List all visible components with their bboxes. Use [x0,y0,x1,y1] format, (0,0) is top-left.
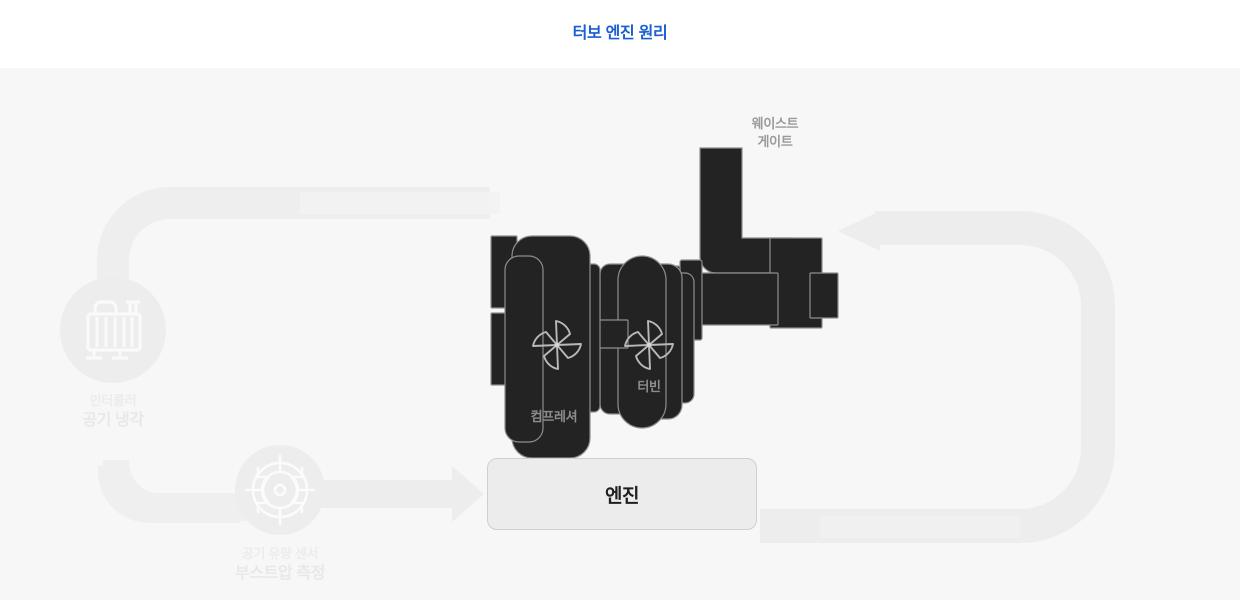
compressor-pinwheel-blade-icon [532,320,582,370]
turbine-pinwheel-blade-icon [624,320,674,370]
engine-block[interactable]: 엔진 [487,458,757,530]
ghost-node-sensor-layer[interactable] [0,68,1240,600]
intercooler-radiator-icon [86,300,142,360]
flow-pipes-layer [97,187,1115,543]
pipe-highlight-bottom [820,516,1020,538]
bearing-housing-center [699,272,779,326]
engine-label: 엔진 [605,485,639,507]
flow-pipe-to-sensor-blend [103,459,245,521]
flow-arrow-to-engine [300,466,484,522]
page-title: 터보 엔진 원리 [572,25,668,42]
pipe-highlight-top [300,192,500,214]
diagram-canvas: 인터쿨러 공기 냉각 공기 유량 센서 [0,68,1240,600]
flow-pipe-intake [97,187,490,330]
turbocharger-assembly[interactable] [0,68,1240,600]
ghost-node-intercooler-layer[interactable] [0,68,1240,600]
flow-pipe-exhaust [760,211,1115,543]
compressor-inlet-duct [504,255,544,443]
flow-arrow-exhaust-head [838,211,880,251]
exhaust-outlet-stub [809,272,839,319]
turbo-metal-parts [490,147,839,459]
page-header: 터보 엔진 원리 [0,0,1240,68]
target-sensor-icon [244,454,316,526]
